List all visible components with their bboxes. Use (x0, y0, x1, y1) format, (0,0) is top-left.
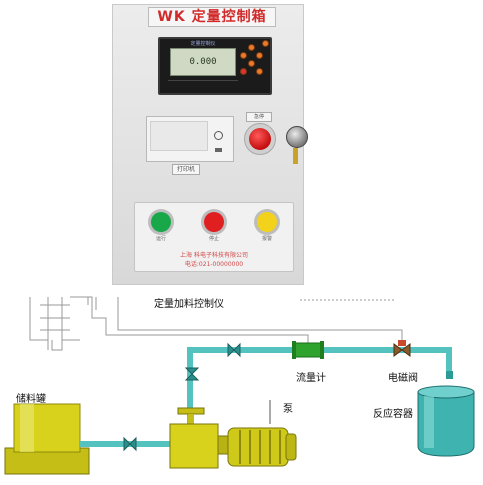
flowmeter-label: 流量计 (296, 373, 326, 384)
reactor-label: 反应容器 (373, 409, 413, 420)
meter-key-stop[interactable] (240, 68, 247, 75)
emergency-stop-button[interactable] (249, 128, 271, 150)
pump-neck (188, 414, 194, 424)
meter-key-left[interactable] (240, 52, 247, 59)
meter-value: 0.000 (189, 57, 217, 67)
stop-lamp-label: 停止 (208, 236, 219, 242)
cabinet-title: WK 定量控制箱 (148, 7, 276, 27)
pump-label: 泵 (283, 404, 293, 415)
solenoid-valve (393, 340, 411, 357)
printer-indicator-icon (215, 148, 222, 152)
meter-key-down[interactable] (248, 60, 255, 67)
meter-key-right[interactable] (256, 52, 263, 59)
wire-stubs (87, 297, 97, 310)
stop-lamp[interactable] (204, 212, 224, 232)
run-lamp[interactable] (151, 212, 171, 232)
valve-line-icon (227, 342, 241, 358)
wire-to-flowmeter (70, 296, 309, 344)
pump-assembly (169, 400, 297, 469)
valve-suction-icon (123, 436, 137, 452)
reactor-vessel (417, 385, 475, 457)
valve-discharge-icon (184, 367, 200, 381)
storage-tank (4, 403, 90, 475)
meter-key-enter[interactable] (256, 68, 263, 75)
flowmeter (292, 341, 324, 359)
flowmeter-body (294, 342, 322, 358)
solenoid-valve-body (393, 343, 411, 357)
wiring-terminal (29, 297, 80, 351)
controller-label: 定量加料控制仪 (154, 299, 224, 310)
pump-casing (169, 423, 219, 469)
key-switch[interactable] (286, 126, 308, 148)
tank-highlight (20, 404, 34, 452)
printer-label: 打印机 (172, 164, 200, 175)
flowmeter-flange-right (320, 341, 324, 359)
storage-tank-label: 储料罐 (16, 394, 46, 405)
estop-label: 急停 (246, 112, 272, 122)
wire-to-valve (117, 297, 403, 346)
motor-end-cap (285, 433, 297, 461)
control-wiring (29, 296, 403, 351)
flowmeter-flange-left (292, 341, 296, 359)
printer-paper-slot (150, 121, 208, 151)
run-lamp-label: 运行 (155, 236, 166, 242)
panel-company-text: 上海 科电子科技有限公司 (180, 252, 248, 259)
motor-fins (239, 430, 281, 464)
pipe-outlet (446, 371, 453, 379)
meter-key-menu[interactable] (262, 40, 269, 47)
key-icon (293, 148, 298, 164)
reactor-top (417, 385, 475, 399)
pump-top-plate (177, 407, 205, 415)
meter-header: 定量控制仪 (190, 41, 216, 47)
reactor-highlight (424, 396, 434, 448)
printer-feed-icon[interactable] (214, 131, 223, 140)
meter-display: 0.000 (170, 48, 236, 76)
alarm-lamp-label: 报警 (261, 236, 272, 242)
solenoid-coil (398, 340, 406, 346)
meter-key-up[interactable] (248, 44, 255, 51)
meter-divider (168, 80, 238, 89)
solenoid-valve-label: 电磁阀 (388, 373, 418, 384)
alarm-lamp[interactable] (257, 212, 277, 232)
panel-phone-text: 电话:021-00000000 (184, 261, 244, 268)
